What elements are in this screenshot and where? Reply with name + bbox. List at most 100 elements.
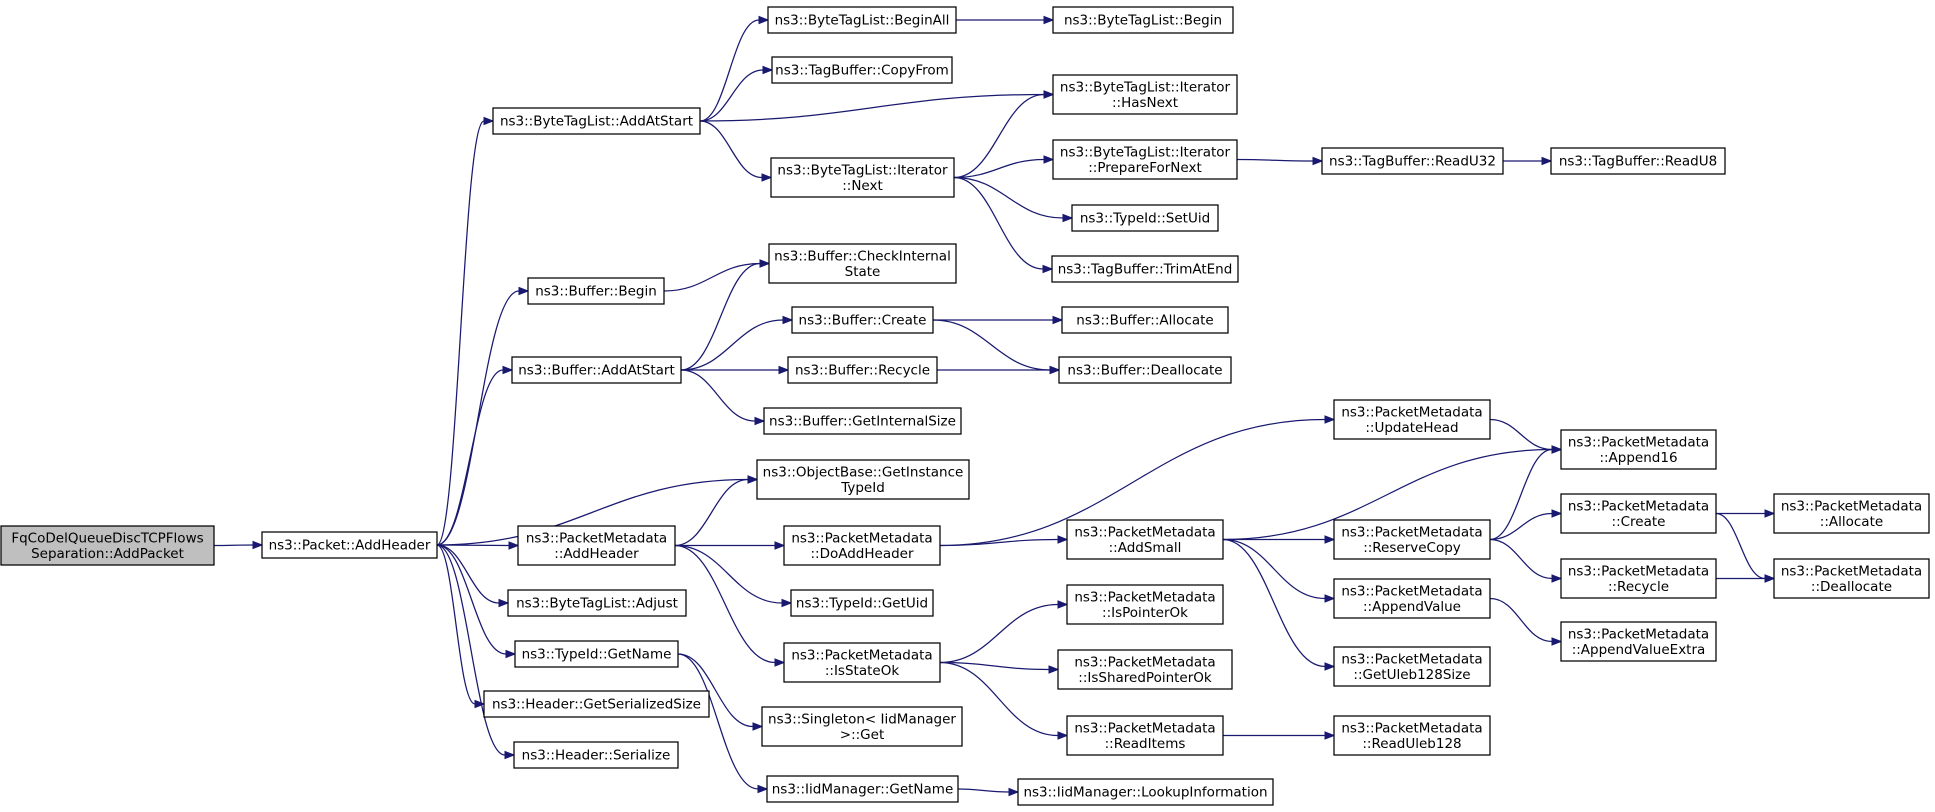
node-label: ::Append16 xyxy=(1599,450,1677,466)
node-label: ns3::Buffer::Create xyxy=(799,313,927,329)
node-label: ns3::TagBuffer::ReadU32 xyxy=(1329,154,1496,170)
node-typeid_setUid[interactable]: ns3::TypeId::SetUid xyxy=(1071,204,1219,232)
node-box xyxy=(1052,6,1234,34)
node-label: ns3::PacketMetadata xyxy=(1074,654,1215,670)
node-buf_begin[interactable]: ns3::Buffer::Begin xyxy=(527,277,665,305)
node-btli_prepare[interactable]: ns3::ByteTagList::Iterator::PrepareForNe… xyxy=(1052,139,1238,180)
node-buf_getInternalSize[interactable]: ns3::Buffer::GetInternalSize xyxy=(763,407,962,435)
node-box xyxy=(783,642,941,683)
node-pm_deallocate[interactable]: ns3::PacketMetadata::Deallocate xyxy=(1773,558,1930,599)
node-label: ::Create xyxy=(1612,514,1666,530)
edge-pm_isStateOk-to-pm_isPointerOk xyxy=(939,600,1069,664)
node-label: >::Get xyxy=(840,727,884,743)
arrowhead xyxy=(1062,213,1074,223)
node-btl_addAtStart[interactable]: ns3::ByteTagList::AddAtStart xyxy=(492,107,701,135)
node-pm_getUleb[interactable]: ns3::PacketMetadata::GetUleb128Size xyxy=(1333,646,1491,687)
node-pm_addSmall[interactable]: ns3::PacketMetadata::AddSmall xyxy=(1066,519,1224,560)
node-buf_allocate[interactable]: ns3::Buffer::Allocate xyxy=(1061,306,1229,334)
node-box xyxy=(1057,649,1233,690)
node-btl_beginAll[interactable]: ns3::ByteTagList::BeginAll xyxy=(767,6,957,34)
node-pm_appendValueExtra[interactable]: ns3::PacketMetadata::AppendValueExtra xyxy=(1560,621,1717,662)
node-pm_addHeader[interactable]: ns3::PacketMetadata::AddHeader xyxy=(517,525,676,566)
edge-line xyxy=(1489,512,1553,541)
node-box xyxy=(791,306,934,334)
node-label: ::Deallocate xyxy=(1811,579,1892,595)
node-tb_trimAtEnd[interactable]: ns3::TagBuffer::TrimAtEnd xyxy=(1051,255,1239,283)
node-label: ns3::PacketMetadata xyxy=(1341,651,1482,667)
node-btli_next[interactable]: ns3::ByteTagList::Iterator::Next xyxy=(770,157,955,198)
node-hdr_getSerSize[interactable]: ns3::Header::GetSerializedSize xyxy=(483,690,710,718)
node-iid_lookup[interactable]: ns3::IidManager::LookupInformation xyxy=(1017,778,1274,806)
node-btli_hasNext[interactable]: ns3::ByteTagList::Iterator::HasNext xyxy=(1052,74,1238,115)
node-label: ns3::PacketMetadata xyxy=(1341,720,1482,736)
node-label: ns3::PacketMetadata xyxy=(1568,563,1709,579)
edge-line xyxy=(674,478,749,547)
node-box xyxy=(787,356,938,384)
node-label: ns3::TagBuffer::CopyFrom xyxy=(775,63,949,79)
arrowhead xyxy=(759,259,771,268)
node-box xyxy=(514,640,679,668)
edge-line xyxy=(677,653,754,728)
node-buf_create[interactable]: ns3::Buffer::Create xyxy=(791,306,934,334)
arrowhead xyxy=(498,598,510,608)
node-box xyxy=(513,741,679,769)
arrowhead xyxy=(761,173,773,182)
edge-line xyxy=(663,262,761,292)
arrowhead xyxy=(778,365,790,375)
node-box xyxy=(1560,493,1717,534)
node-label: ns3::ByteTagList::Iterator xyxy=(1060,144,1231,160)
node-hdr_serialize[interactable]: ns3::Header::Serialize xyxy=(513,741,679,769)
node-pm_allocate[interactable]: ns3::PacketMetadata::Allocate xyxy=(1773,493,1930,534)
node-tb_copyFrom[interactable]: ns3::TagBuffer::CopyFrom xyxy=(771,56,953,84)
arrowhead xyxy=(1551,637,1563,646)
node-root[interactable]: FqCoDelQueueDiscTCPFlowsSeparation::AddP… xyxy=(0,525,215,566)
node-singleton_get[interactable]: ns3::Singleton< IidManager>::Get xyxy=(761,706,963,747)
node-pm_appendValue[interactable]: ns3::PacketMetadata::AppendValue xyxy=(1333,578,1491,619)
edge-line xyxy=(1489,448,1553,541)
arrowhead xyxy=(747,475,759,484)
node-label: ::ReadItems xyxy=(1105,736,1186,752)
node-pm_append16[interactable]: ns3::PacketMetadata::Append16 xyxy=(1560,429,1717,470)
node-box xyxy=(1052,139,1238,180)
node-typeid_getName[interactable]: ns3::TypeId::GetName xyxy=(514,640,679,668)
node-pm_isSharedPointerOk[interactable]: ns3::PacketMetadata::IsSharedPointerOk xyxy=(1057,649,1233,690)
edge-btl_addAtStart-to-btl_beginAll xyxy=(699,15,770,122)
node-buf_recycle[interactable]: ns3::Buffer::Recycle xyxy=(787,356,938,384)
node-buf_addAtStart[interactable]: ns3::Buffer::AddAtStart xyxy=(511,356,682,384)
arrowhead xyxy=(502,365,514,375)
node-box xyxy=(1560,621,1717,662)
node-btl_adjust[interactable]: ns3::ByteTagList::Adjust xyxy=(507,589,687,617)
node-pm_readUleb[interactable]: ns3::PacketMetadata::ReadUleb128 xyxy=(1333,715,1491,756)
arrowhead xyxy=(774,658,786,667)
node-pm_readItems[interactable]: ns3::PacketMetadata::ReadItems xyxy=(1066,715,1224,756)
node-pm_doAddHeader[interactable]: ns3::PacketMetadata::DoAddHeader xyxy=(783,525,941,566)
node-pm_updateHead[interactable]: ns3::PacketMetadata::UpdateHead xyxy=(1333,399,1491,440)
arrowhead xyxy=(774,541,786,550)
node-pm_isPointerOk[interactable]: ns3::PacketMetadata::IsPointerOk xyxy=(1066,584,1224,625)
edge-line xyxy=(699,93,1045,122)
node-label: ns3::ByteTagList::AddAtStart xyxy=(500,114,693,130)
node-pm_isStateOk[interactable]: ns3::PacketMetadata::IsStateOk xyxy=(783,642,941,683)
node-tb_readU8[interactable]: ns3::TagBuffer::ReadU8 xyxy=(1550,147,1726,175)
node-box xyxy=(1321,147,1504,175)
node-btl_begin[interactable]: ns3::ByteTagList::Begin xyxy=(1052,6,1234,34)
node-tb_readU32[interactable]: ns3::TagBuffer::ReadU32 xyxy=(1321,147,1504,175)
arrowhead xyxy=(504,750,516,760)
node-iid_getName[interactable]: ns3::IidManager::GetName xyxy=(766,775,959,803)
node-typeid_getUid[interactable]: ns3::TypeId::GetUid xyxy=(790,589,934,617)
node-buf_deallocate[interactable]: ns3::Buffer::Deallocate xyxy=(1058,356,1232,384)
edge-line xyxy=(436,478,749,546)
node-pm_create[interactable]: ns3::PacketMetadata::Create xyxy=(1560,493,1717,534)
node-box xyxy=(766,775,959,803)
node-box xyxy=(517,525,676,566)
node-pm_recycle[interactable]: ns3::PacketMetadata::Recycle xyxy=(1560,558,1717,599)
node-label: ns3::TypeId::SetUid xyxy=(1080,211,1210,227)
node-addHeader[interactable]: ns3::Packet::AddHeader xyxy=(261,531,438,559)
node-pm_reserveCopy[interactable]: ns3::PacketMetadata::ReserveCopy xyxy=(1333,519,1491,560)
node-label: ns3::Buffer::GetInternalSize xyxy=(769,414,956,430)
edge-line xyxy=(953,176,1064,219)
edge-line xyxy=(436,290,520,546)
node-label: State xyxy=(845,264,881,280)
